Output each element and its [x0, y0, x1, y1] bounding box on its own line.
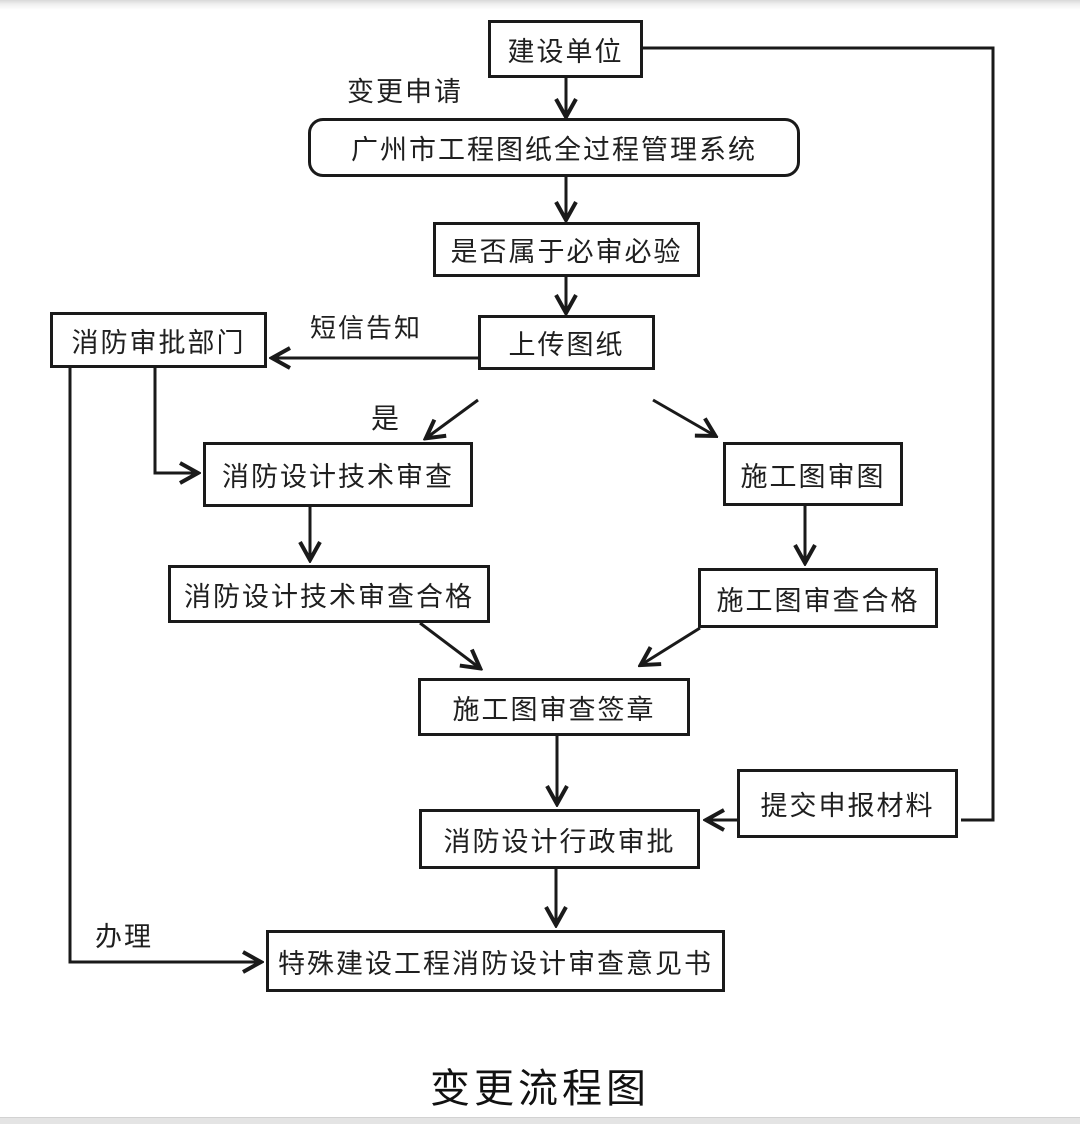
- node-fire-design-administrative-approval: 消防设计行政审批: [419, 809, 700, 869]
- arrow-upload-to-drawing-review: [652, 398, 712, 434]
- node-fire-design-technical-review: 消防设计技术审查: [203, 442, 473, 507]
- page-bottom-edge: [0, 1117, 1080, 1124]
- node-special-project-fire-review-opinion: 特殊建设工程消防设计审查意见书: [266, 930, 725, 992]
- node-fire-design-technical-review-passed: 消防设计技术审查合格: [168, 565, 490, 623]
- page-top-edge: [0, 0, 1080, 10]
- edge-label-change-request: 变更申请: [347, 77, 463, 107]
- node-construction-drawing-review-seal: 施工图审查签章: [418, 678, 690, 736]
- edge-label-yes: 是: [371, 404, 402, 435]
- node-mandatory-review-check: 是否属于必审必验: [433, 222, 700, 277]
- node-upload-drawings: 上传图纸: [478, 315, 655, 370]
- edge-label-handle: 办理: [95, 922, 153, 952]
- wire-unit-to-submit-materials: [643, 46, 995, 822]
- wire-fire-dept-to-technical-review: [153, 368, 194, 473]
- arrow-upload-to-technical-review: [429, 398, 479, 436]
- node-construction-unit: 建设单位: [488, 20, 643, 78]
- node-fire-approval-department: 消防审批部门: [50, 312, 267, 368]
- node-construction-drawing-review-passed: 施工图审查合格: [698, 568, 938, 628]
- arrow-drawing-passed-to-seal: [644, 626, 701, 663]
- diagram-title: 变更流程图: [430, 1066, 650, 1111]
- edge-label-sms-notification: 短信告知: [310, 314, 423, 343]
- arrow-technical-passed-to-seal: [419, 621, 477, 666]
- wire-fire-dept-handle-to-opinion: [68, 368, 257, 962]
- node-submit-application-materials: 提交申报材料: [737, 769, 958, 838]
- node-management-system: 广州市工程图纸全过程管理系统: [308, 118, 800, 177]
- node-construction-drawing-review: 施工图审图: [723, 442, 903, 506]
